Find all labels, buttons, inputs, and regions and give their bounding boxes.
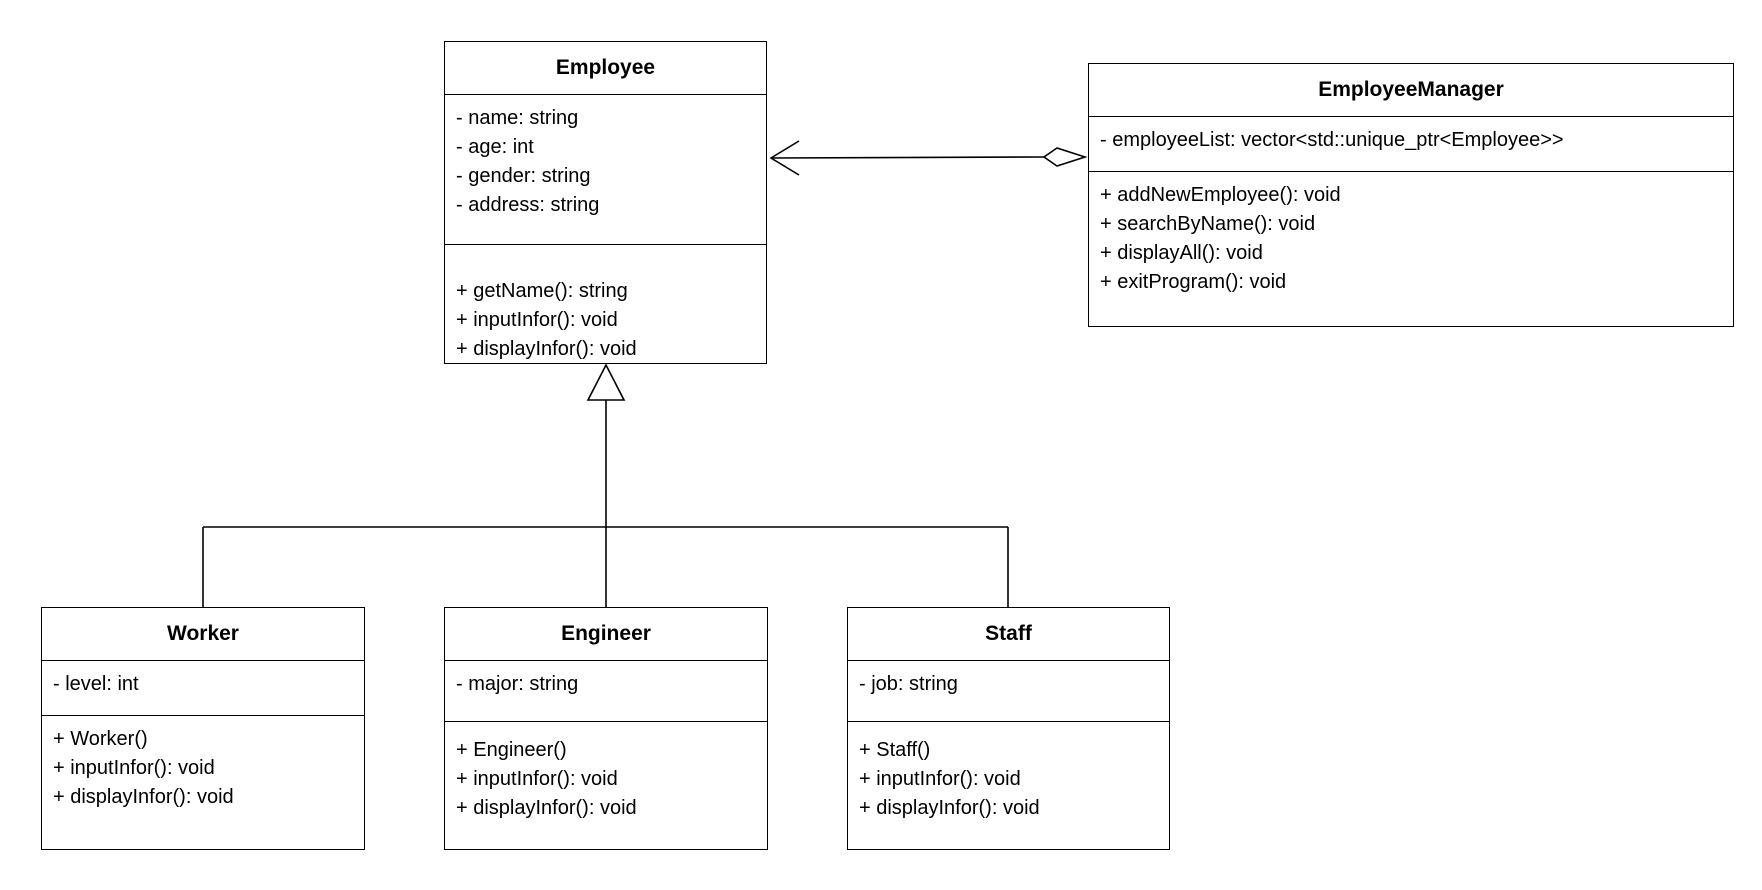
attributes-compartment: - major: string	[445, 661, 767, 722]
class-name: Worker	[42, 608, 364, 661]
aggregation-connector	[769, 140, 1088, 176]
attribute: - address: string	[456, 194, 600, 216]
worker-class-box: Worker - level: int + Worker() + inputIn…	[41, 607, 365, 850]
operation: + inputInfor(): void	[456, 309, 618, 331]
operation: + Engineer()	[456, 739, 567, 761]
operations-compartment: + Worker() + inputInfor(): void + displa…	[42, 716, 364, 812]
operations-compartment: + addNewEmployee(): void + searchByName(…	[1089, 172, 1733, 297]
attribute: - job: string	[859, 673, 958, 695]
class-name: EmployeeManager	[1089, 64, 1733, 117]
attribute: - level: int	[53, 673, 139, 695]
operation: + addNewEmployee(): void	[1100, 184, 1341, 206]
attributes-compartment: - job: string	[848, 661, 1169, 722]
engineer-class-box: Engineer - major: string + Engineer() + …	[444, 607, 768, 850]
operation: + getName(): string	[456, 280, 628, 302]
operation: + displayInfor(): void	[456, 797, 637, 819]
attributes-compartment: - level: int	[42, 661, 364, 716]
operation: + Worker()	[53, 728, 148, 750]
attributes-compartment: - employeeList: vector<std::unique_ptr<E…	[1089, 117, 1733, 172]
staff-class-box: Staff - job: string + Staff() + inputInf…	[847, 607, 1170, 850]
operation: + searchByName(): void	[1100, 213, 1316, 235]
generalization-connector	[202, 363, 1009, 607]
employee-class-box: Employee - name: string - age: int - gen…	[444, 41, 767, 364]
operation: + exitProgram(): void	[1100, 271, 1287, 293]
operations-compartment: + Engineer() + inputInfor(): void + disp…	[445, 722, 767, 823]
attribute: - major: string	[456, 673, 579, 695]
attributes-compartment: - name: string - age: int - gender: stri…	[445, 95, 766, 245]
attribute: - name: string	[456, 107, 579, 129]
class-name: Staff	[848, 608, 1169, 661]
operations-compartment: + Staff() + inputInfor(): void + display…	[848, 722, 1169, 823]
operation: + inputInfor(): void	[456, 768, 618, 790]
operation: + Staff()	[859, 739, 931, 761]
attribute: - age: int	[456, 136, 534, 158]
employee-manager-class-box: EmployeeManager - employeeList: vector<s…	[1088, 63, 1734, 327]
operation: + displayInfor(): void	[53, 786, 234, 808]
class-name: Engineer	[445, 608, 767, 661]
attribute: - gender: string	[456, 165, 591, 187]
operation: + inputInfor(): void	[53, 757, 215, 779]
aggregation-diamond	[1042, 147, 1088, 167]
class-name: Employee	[445, 42, 766, 95]
inheritance-triangle	[586, 363, 626, 401]
operation: + displayInfor(): void	[859, 797, 1040, 819]
aggregation-line	[770, 156, 1045, 159]
operations-compartment: + getName(): string + inputInfor(): void…	[445, 245, 766, 364]
attribute: - employeeList: vector<std::unique_ptr<E…	[1100, 129, 1564, 151]
operation: + displayAll(): void	[1100, 242, 1263, 264]
open-arrow-head	[769, 140, 800, 176]
operation: + displayInfor(): void	[456, 338, 637, 360]
operation: + inputInfor(): void	[859, 768, 1021, 790]
